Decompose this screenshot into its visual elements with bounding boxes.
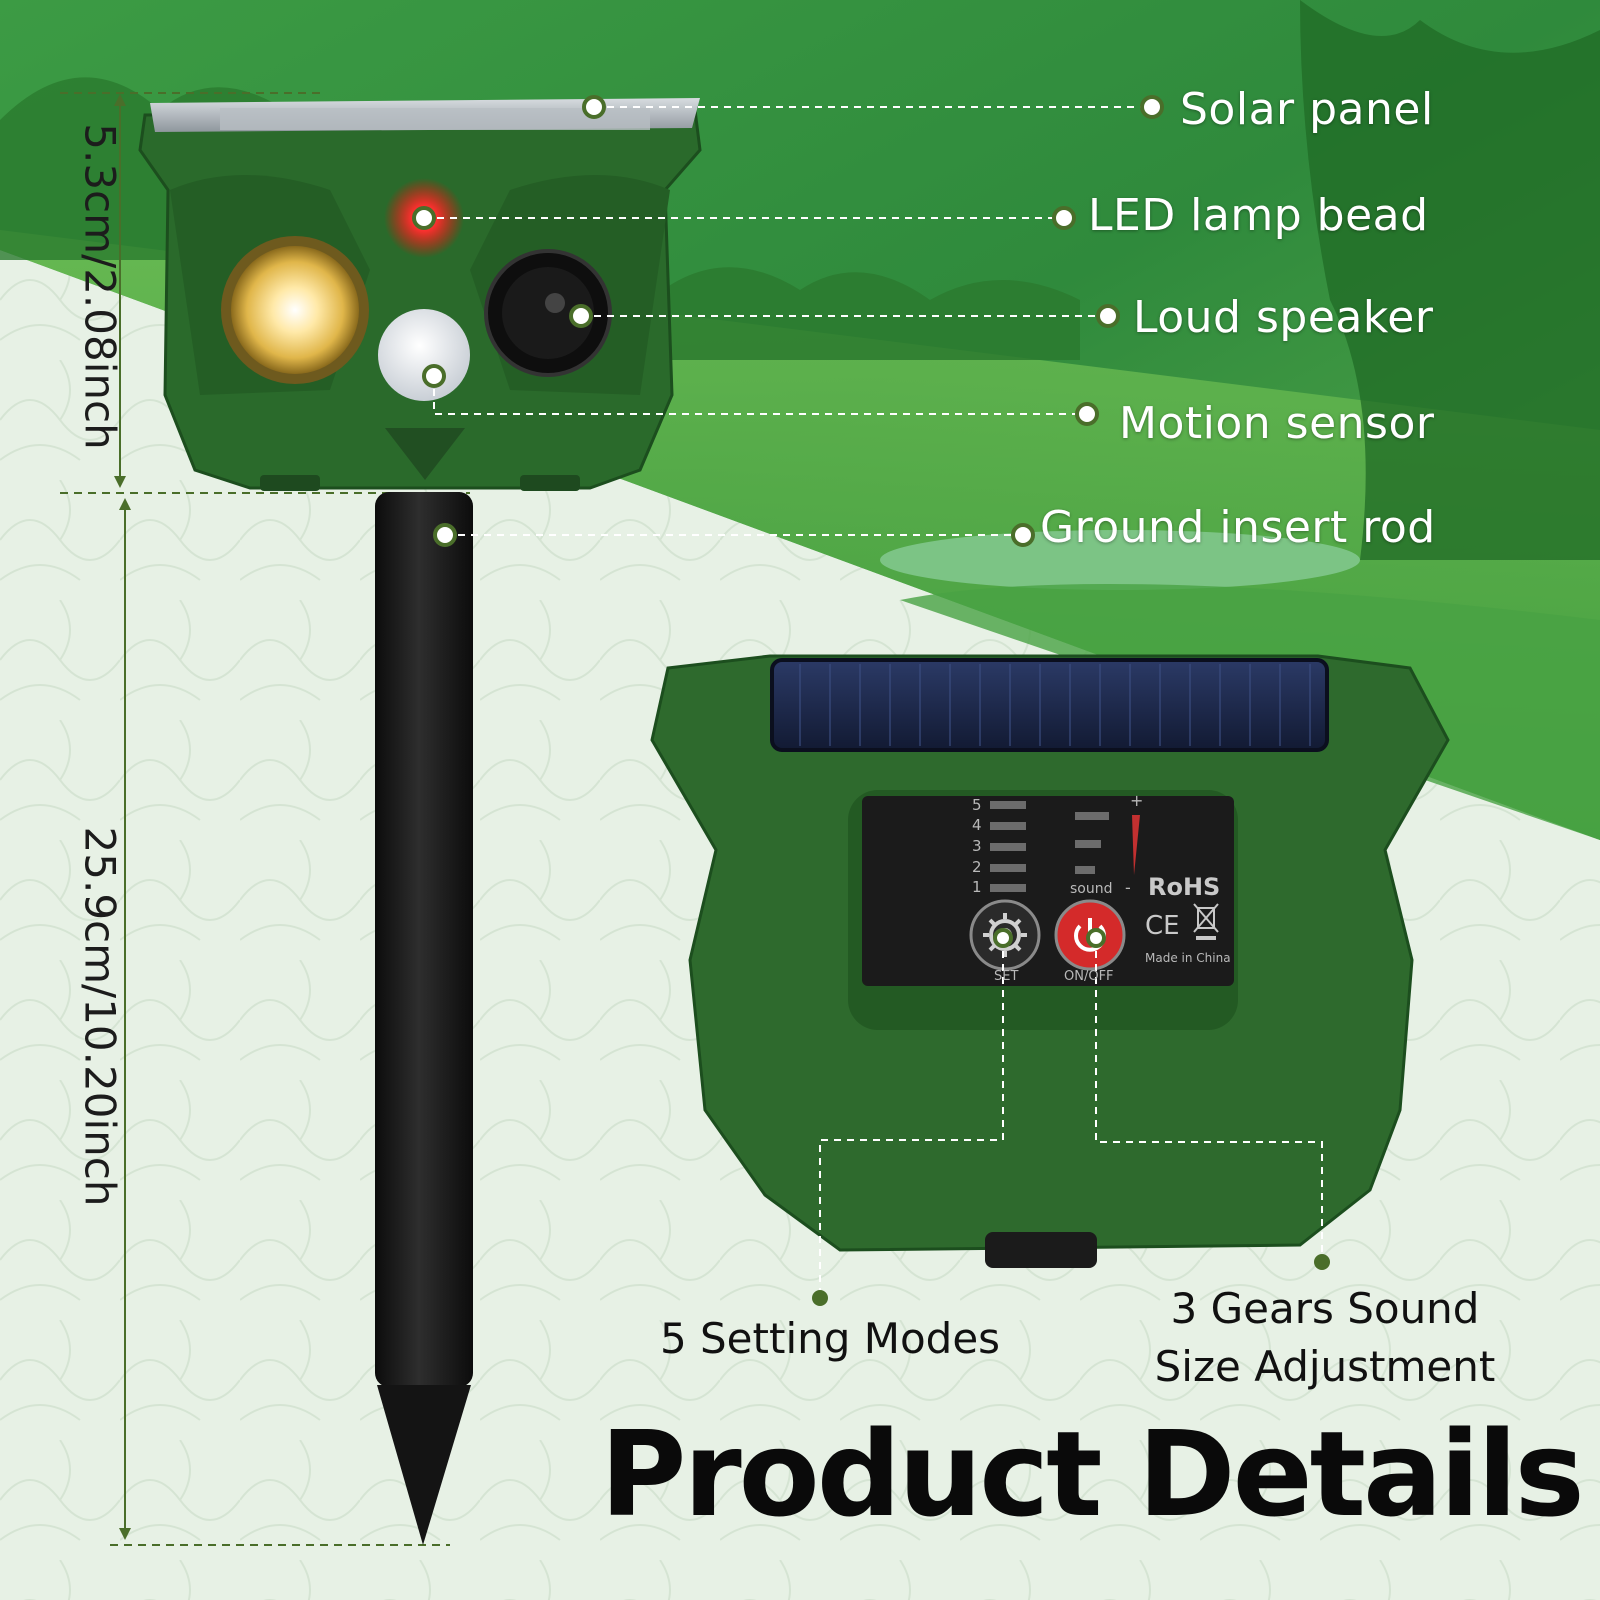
callout-led-lamp-bead: LED lamp bead xyxy=(1088,190,1429,241)
owl-head-front xyxy=(138,98,702,491)
set-label: SET xyxy=(994,969,1018,984)
feature-leader-lines xyxy=(819,938,1323,1295)
sound-label: sound xyxy=(1070,881,1113,897)
level-label-4: 4 xyxy=(972,816,982,834)
dimension-head-height: 5.3cm/2.08inch xyxy=(75,123,125,450)
weee-bin-icon xyxy=(1193,903,1219,940)
callout-loud-speaker: Loud speaker xyxy=(1133,292,1434,343)
control-panel xyxy=(862,796,1234,986)
made-in-label: Made in China xyxy=(1145,951,1231,965)
ce-label: CE xyxy=(1145,911,1180,941)
level-label-5: 5 xyxy=(972,796,982,814)
dimension-rod-height: 25.9cm/10.20inch xyxy=(75,826,125,1207)
control-panel-labels: 5 4 3 2 1 + sound - RoHS CE Made in Chin… xyxy=(972,791,1231,984)
owl-body-back xyxy=(650,654,1450,1268)
plus-label: + xyxy=(1130,791,1143,810)
feature-sound-line1: 3 Gears Sound xyxy=(1170,1284,1480,1333)
level-label-1: 1 xyxy=(972,878,982,896)
leader-lines xyxy=(424,106,1152,536)
minus-label: - xyxy=(1125,878,1131,897)
ground-insert-rod xyxy=(375,492,473,1545)
feature-sound-line2: Size Adjustment xyxy=(1154,1342,1496,1391)
rohs-label: RoHS xyxy=(1148,873,1220,901)
callout-dots xyxy=(412,95,1164,948)
callout-solar-panel: Solar panel xyxy=(1180,84,1434,135)
feature-dots xyxy=(812,1254,1330,1306)
level-label-2: 2 xyxy=(972,858,982,876)
callout-ground-insert-rod: Ground insert rod xyxy=(1040,502,1436,553)
level-label-3: 3 xyxy=(972,837,982,855)
feature-setting-modes: 5 Setting Modes xyxy=(659,1314,1001,1363)
page-title: Product Details xyxy=(600,1405,1585,1543)
solar-cell-panel xyxy=(770,658,1329,752)
onoff-label: ON/OFF xyxy=(1064,969,1114,984)
callout-motion-sensor: Motion sensor xyxy=(1119,398,1435,449)
